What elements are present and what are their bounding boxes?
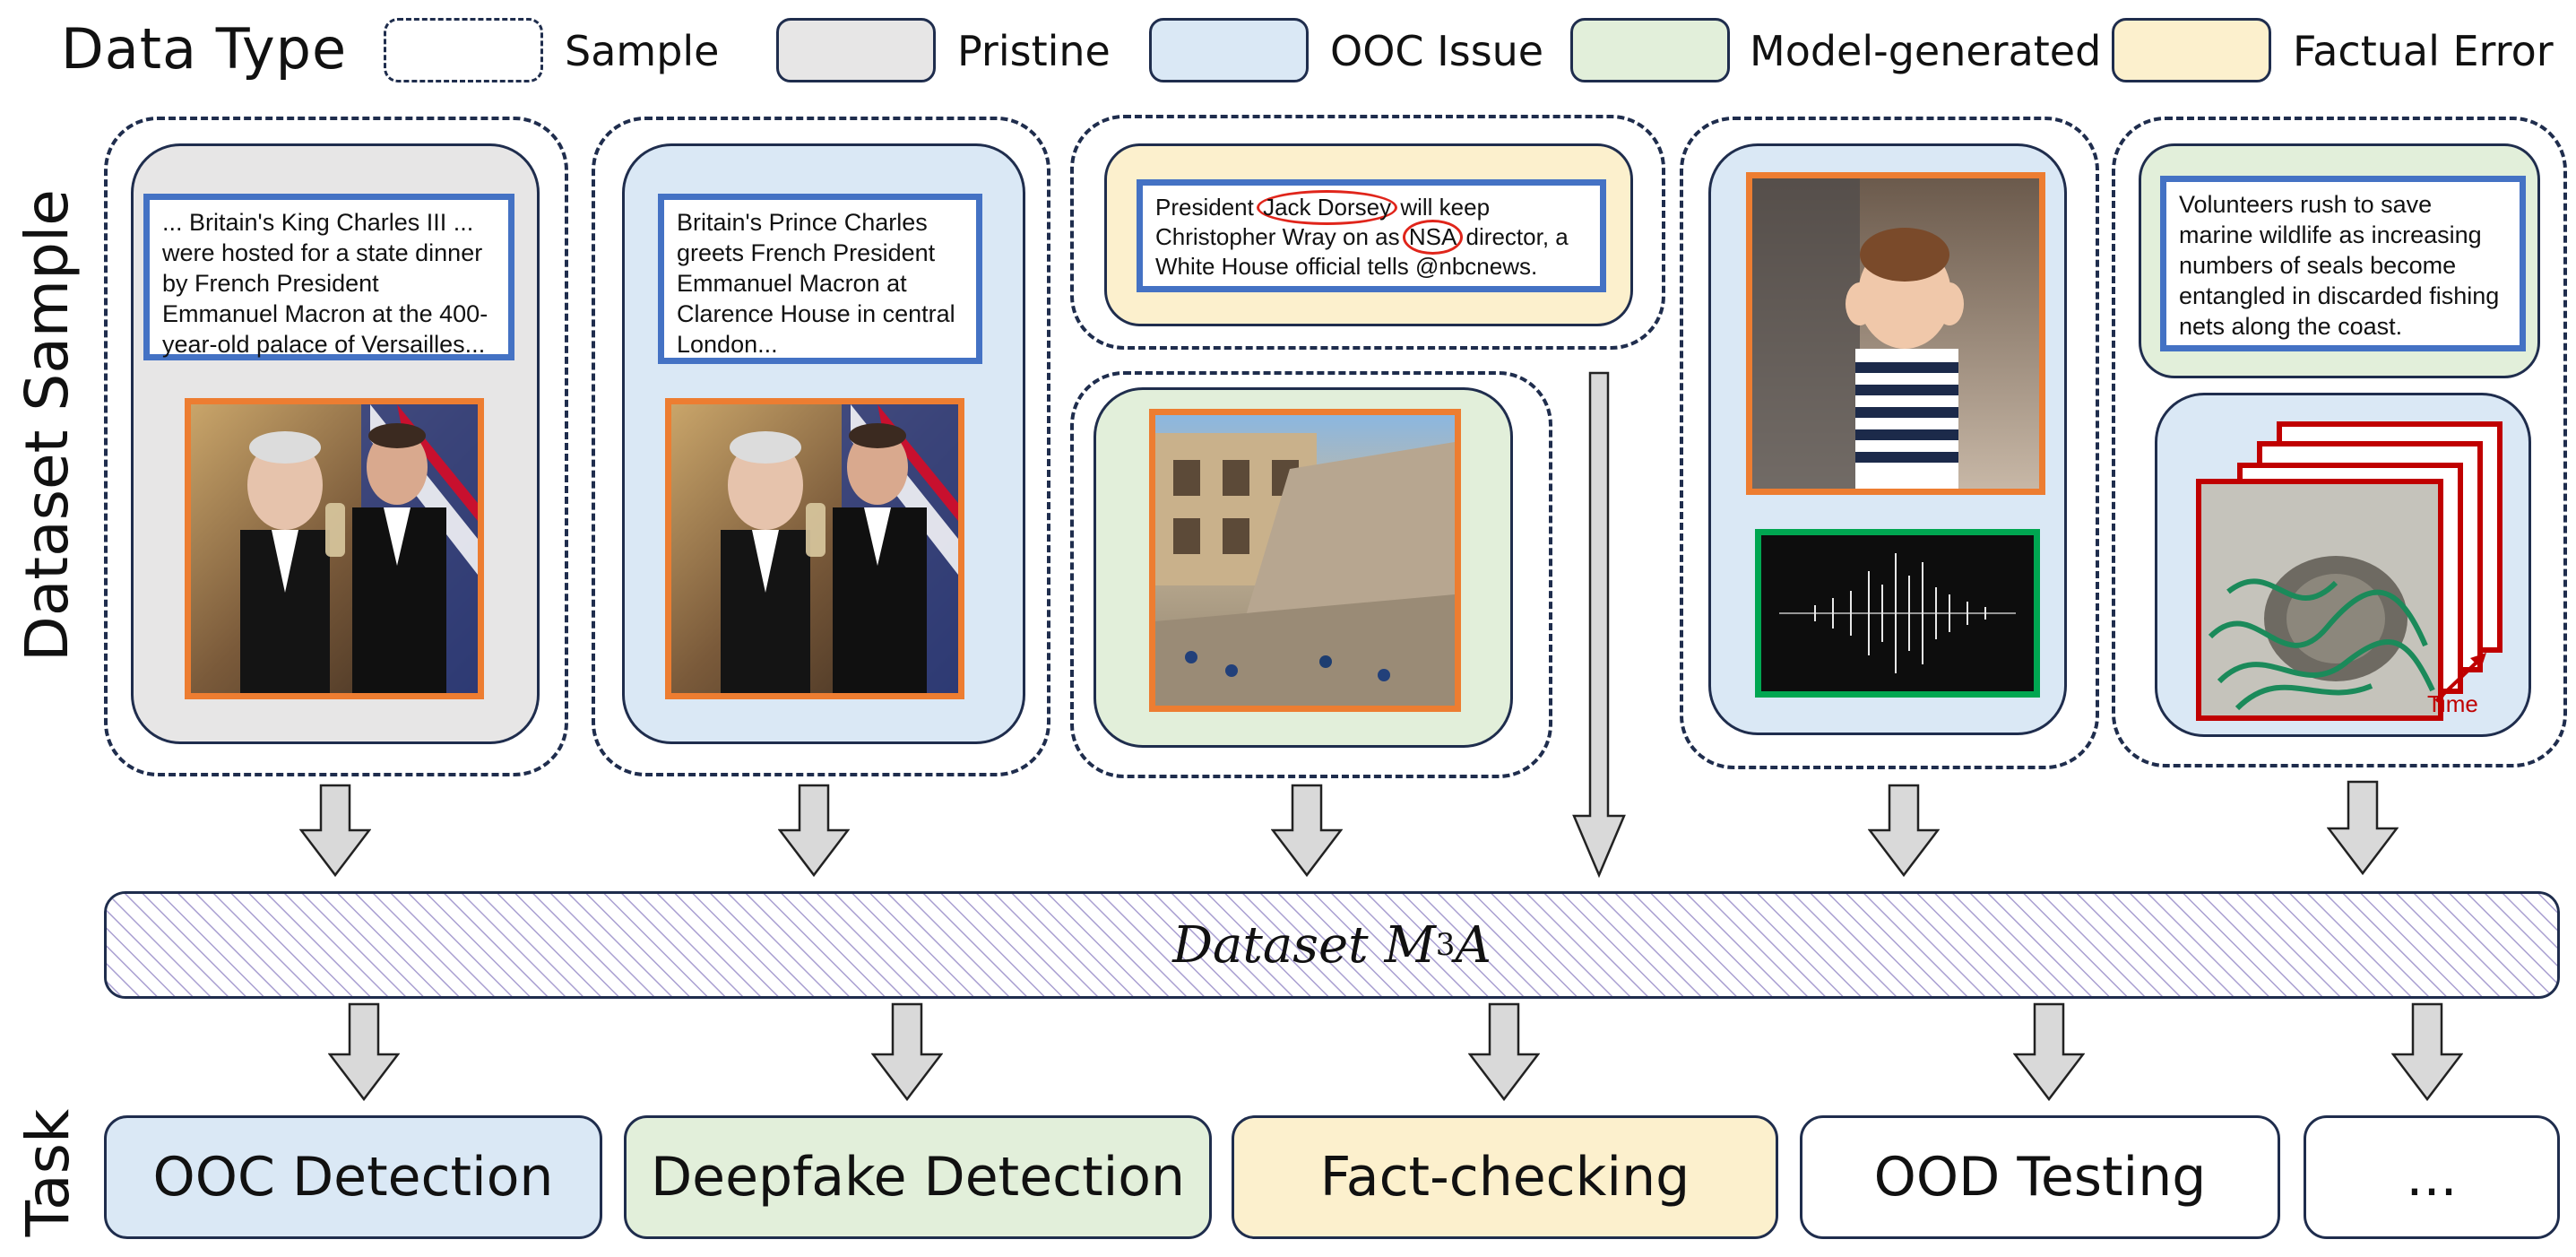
sample-5-outline	[2112, 117, 2567, 767]
legend-label-ooc: OOC Issue	[1330, 27, 1544, 75]
sample-3-caption: President Jack Dorsey will keep Christop…	[1137, 179, 1606, 292]
legend-swatch-sample	[384, 18, 543, 82]
sample-3-generated-photo	[1149, 409, 1461, 712]
legend-swatch-ooc	[1149, 18, 1309, 82]
caption-part: will keep Christopher Wray on as	[1155, 194, 1491, 250]
sample-2-photo	[665, 398, 964, 699]
highlight-error-agency: NSA	[1402, 220, 1464, 255]
sample-4-audio-waveform	[1755, 529, 2040, 698]
legend-swatch-factual	[2112, 18, 2271, 82]
task-ooc-detection: OOC Detection	[104, 1115, 602, 1239]
arrow-to-task-1	[328, 1002, 400, 1102]
sample-2-outline	[592, 117, 1050, 776]
highlight-error-name: Jack Dorsey	[1257, 190, 1398, 225]
dataset-suffix: A	[1455, 915, 1491, 975]
sample-3b-outline	[1070, 371, 1552, 778]
arrow-long-down	[1572, 371, 1626, 879]
task-ood-testing: OOD Testing	[1800, 1115, 2280, 1239]
legend-label-sample: Sample	[565, 27, 720, 75]
arrow-sample1-down	[299, 784, 371, 878]
legend-label-generated: Model-generated	[1750, 27, 2102, 75]
time-arrow-icon	[2434, 653, 2486, 703]
sample-1-outline	[104, 117, 568, 776]
legend-title: Data Type	[61, 16, 348, 82]
task-fact-checking: Fact-checking	[1232, 1115, 1778, 1239]
legend-swatch-generated	[1570, 18, 1730, 82]
time-label: Time	[2427, 690, 2478, 717]
arrow-sample5-down	[2327, 780, 2399, 876]
side-label-task: Task	[13, 1108, 82, 1237]
arrow-sample3-down	[1271, 784, 1343, 878]
sample-2-caption: Britain's Prince Charles greets French P…	[658, 194, 982, 364]
arrow-sample2-down	[778, 784, 850, 878]
sample-5-caption: Volunteers rush to save marine wildlife …	[2160, 176, 2526, 351]
task-deepfake-detection: Deepfake Detection	[624, 1115, 1212, 1239]
dataset-name: M	[1384, 915, 1436, 975]
sample-1-photo	[185, 398, 484, 699]
sample-3a-outline	[1070, 115, 1665, 350]
legend-label-factual: Factual Error	[2293, 27, 2554, 75]
sample-1-caption: ... Britain's King Charles III ... were …	[143, 194, 514, 360]
arrow-to-task-2	[871, 1002, 943, 1102]
arrow-to-task-5	[2391, 1002, 2463, 1102]
sample-4-video-frame	[1746, 172, 2045, 495]
video-stack-frame-1	[2196, 479, 2443, 721]
arrow-to-task-3	[1468, 1002, 1540, 1102]
task-more: ...	[2304, 1115, 2560, 1239]
caption-part: President	[1155, 194, 1261, 221]
legend-label-pristine: Pristine	[957, 27, 1111, 75]
side-label-dataset-sample: Dataset Sample	[13, 189, 82, 662]
legend-swatch-pristine	[776, 18, 936, 82]
caption-part: director, a White House official tells @…	[1155, 223, 1569, 280]
arrow-to-task-4	[2013, 1002, 2085, 1102]
dataset-prefix: Dataset	[1172, 915, 1385, 975]
dataset-sup: 3	[1435, 927, 1456, 963]
arrow-sample4-down	[1868, 784, 1940, 878]
sample-4-outline	[1680, 117, 2099, 769]
